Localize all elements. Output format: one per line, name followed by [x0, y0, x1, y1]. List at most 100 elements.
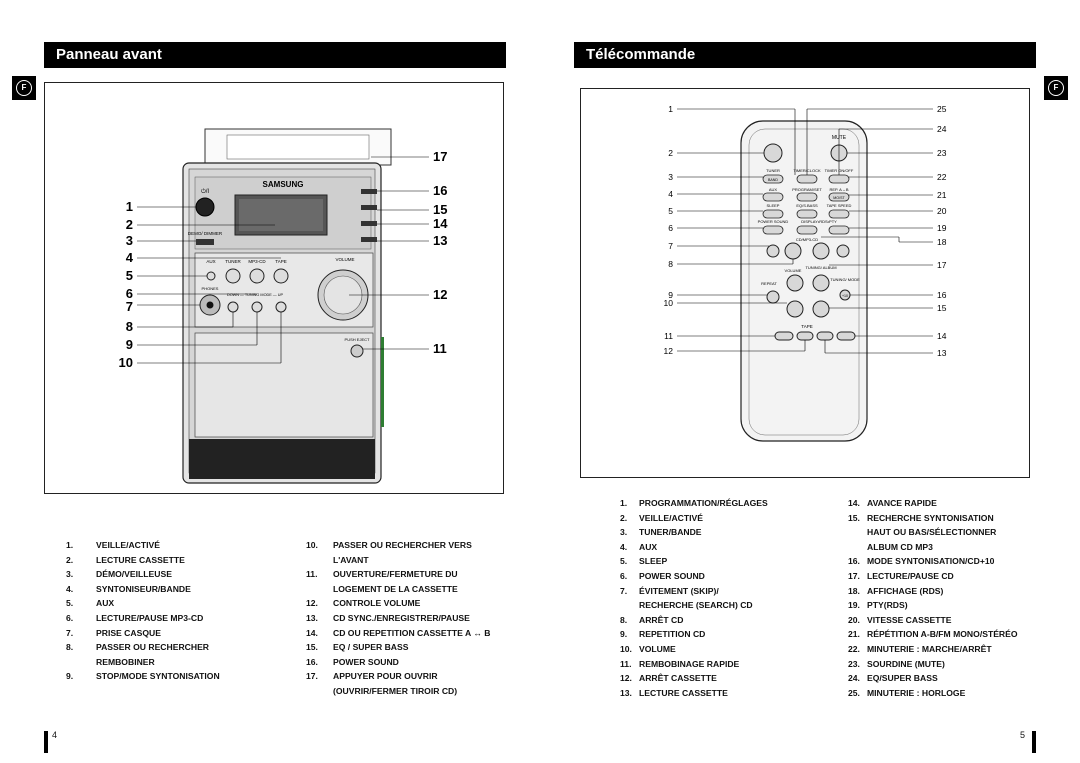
svg-text:11: 11 — [664, 331, 673, 341]
list-item-text: PTY(RDS) — [867, 600, 908, 611]
aux-button — [206, 271, 216, 281]
list-item: 5.AUX — [66, 596, 220, 611]
page-number-left: 4 — [52, 730, 58, 740]
list-item-text: AUX — [96, 598, 115, 609]
list-item: 2.LECTURE CASSETTE — [66, 553, 220, 568]
list-item-text: LECTURE/PAUSE MP3-CD — [96, 612, 204, 623]
list-item-number: 2. — [66, 554, 74, 565]
skip-forward-button — [275, 301, 287, 313]
list-item-text: CD OU REPETITION CASSETTE A ↔ B — [333, 627, 491, 638]
svg-text:13: 13 — [937, 348, 947, 358]
list-item: LOGEMENT DE LA CASSETTE — [306, 582, 490, 597]
svg-text:BAND: BAND — [768, 178, 778, 182]
eq-button — [361, 205, 377, 210]
language-badge-right: F — [1044, 76, 1068, 100]
list-item-number: 24. — [848, 673, 860, 684]
remote-skip-back — [766, 244, 780, 258]
svg-text:DOWN — TUNING MODE — UP: DOWN — TUNING MODE — UP — [227, 293, 284, 297]
svg-text:TUNER: TUNER — [766, 168, 780, 173]
list-item-text: ÉVITEMENT (SKIP)/ — [639, 585, 719, 596]
svg-text:25: 25 — [937, 104, 947, 114]
list-item: 11.REMBOBINAGE RAPIDE — [620, 657, 768, 672]
svg-text:13: 13 — [433, 233, 447, 248]
remote-list-col2: 14. AVANCE RAPIDE 15.RECHERCHE SYNTONISATI… — [848, 496, 1018, 700]
svg-text:TAPE: TAPE — [801, 324, 812, 329]
list-item-number: 5. — [620, 556, 628, 567]
svg-text:REPEAT: REPEAT — [761, 281, 777, 286]
list-item-number — [306, 553, 333, 568]
list-item-text: HAUT OU BAS/SÉLECTIONNER — [867, 527, 997, 538]
list-item-text: ARRÊT CD — [639, 614, 684, 625]
list-item-text: POWER SOUND — [333, 656, 399, 667]
svg-text:SLEEP: SLEEP — [767, 203, 780, 208]
list-item: 10.VOLUME — [620, 642, 768, 657]
svg-text:15: 15 — [433, 202, 447, 217]
page-number-right: 5 — [1020, 730, 1026, 740]
page-marker-right — [1032, 731, 1036, 753]
mp3cd-button — [249, 268, 265, 284]
list-item-number: 8. — [620, 614, 628, 625]
list-item-number: 16. — [306, 656, 318, 667]
svg-text:MP3-CD: MP3-CD — [248, 259, 266, 264]
list-item-text: CONTROLE VOLUME — [333, 598, 421, 609]
svg-text:TAPE SPEED: TAPE SPEED — [827, 203, 852, 208]
svg-text:21: 21 — [937, 190, 947, 200]
list-item-number: 4. — [66, 583, 74, 594]
remote-repeat — [766, 290, 780, 304]
remote-power-button — [763, 143, 783, 163]
push-eject-button — [350, 344, 364, 358]
list-item: 4.SYNTONISEUR/BANDE — [66, 582, 220, 597]
svg-text:11: 11 — [433, 341, 447, 356]
list-item-number: 20. — [848, 614, 860, 625]
power-button — [195, 197, 215, 217]
svg-text:AUX: AUX — [206, 259, 215, 264]
svg-text:PUSH EJECT: PUSH EJECT — [345, 337, 370, 342]
list-item-number: 4. — [620, 541, 628, 552]
list-item-number: 2. — [620, 512, 628, 523]
svg-text:PHONES: PHONES — [202, 286, 219, 291]
list-item-text: POWER SOUND — [639, 570, 705, 581]
list-item-number: 6. — [620, 570, 628, 581]
list-item-text: RECHERCHE SYNTONISATION — [867, 512, 994, 523]
list-item-number: 17. — [306, 671, 318, 682]
list-item-number — [306, 582, 333, 597]
list-item: 20.VITESSE CASSETTE — [848, 613, 1018, 628]
svg-text:REP. A↔B: REP. A↔B — [829, 187, 848, 192]
svg-text:22: 22 — [937, 172, 947, 182]
list-item-number: 19. — [848, 600, 860, 611]
svg-text:PROGRAM/SET: PROGRAM/SET — [792, 187, 822, 192]
svg-text:2: 2 — [668, 148, 673, 158]
svg-text:2: 2 — [126, 217, 133, 232]
list-item-text: APPUYER POUR OUVRIR — [333, 671, 438, 682]
list-item-number — [306, 684, 333, 699]
svg-text:5: 5 — [668, 206, 673, 216]
svg-text:VOLUME: VOLUME — [785, 268, 802, 273]
remote-volume-down — [786, 300, 804, 318]
list-item-number: 13. — [306, 612, 318, 623]
list-item-text: (OUVRIR/FERMER TIROIR CD) — [333, 685, 458, 696]
list-item-text: AVANCE RAPIDE — [867, 498, 937, 508]
svg-text:AUX: AUX — [769, 187, 778, 192]
list-item: 12. CONTROLE VOLUME — [306, 596, 490, 611]
svg-text:7: 7 — [126, 299, 133, 314]
svg-text:3: 3 — [126, 233, 133, 248]
list-item-number: 14. — [848, 498, 860, 508]
list-item-number: 10. — [620, 643, 632, 654]
list-item: 15.RECHERCHE SYNTONISATION — [848, 511, 1018, 526]
svg-text:9: 9 — [668, 290, 673, 300]
list-item-number — [66, 655, 96, 670]
svg-text:MO/ST: MO/ST — [833, 196, 845, 200]
list-item-number: 1. — [620, 498, 628, 508]
list-item-text: DÉMO/VEILLEUSE — [96, 569, 172, 580]
list-item: 1.VEILLE/ACTIVÉ — [66, 538, 220, 553]
list-item-number: 3. — [66, 569, 74, 580]
list-item-number: 16. — [848, 556, 860, 567]
svg-text:15: 15 — [937, 303, 947, 313]
list-item-number: 11. — [306, 569, 318, 580]
list-item-number: 12. — [306, 598, 318, 609]
svg-text:TUNING/ ALBUM: TUNING/ ALBUM — [805, 265, 836, 270]
list-item-text: PASSER OU RECHERCHER VERS — [333, 540, 472, 550]
svg-text:10: 10 — [664, 298, 674, 308]
skip-back-button — [227, 301, 239, 313]
